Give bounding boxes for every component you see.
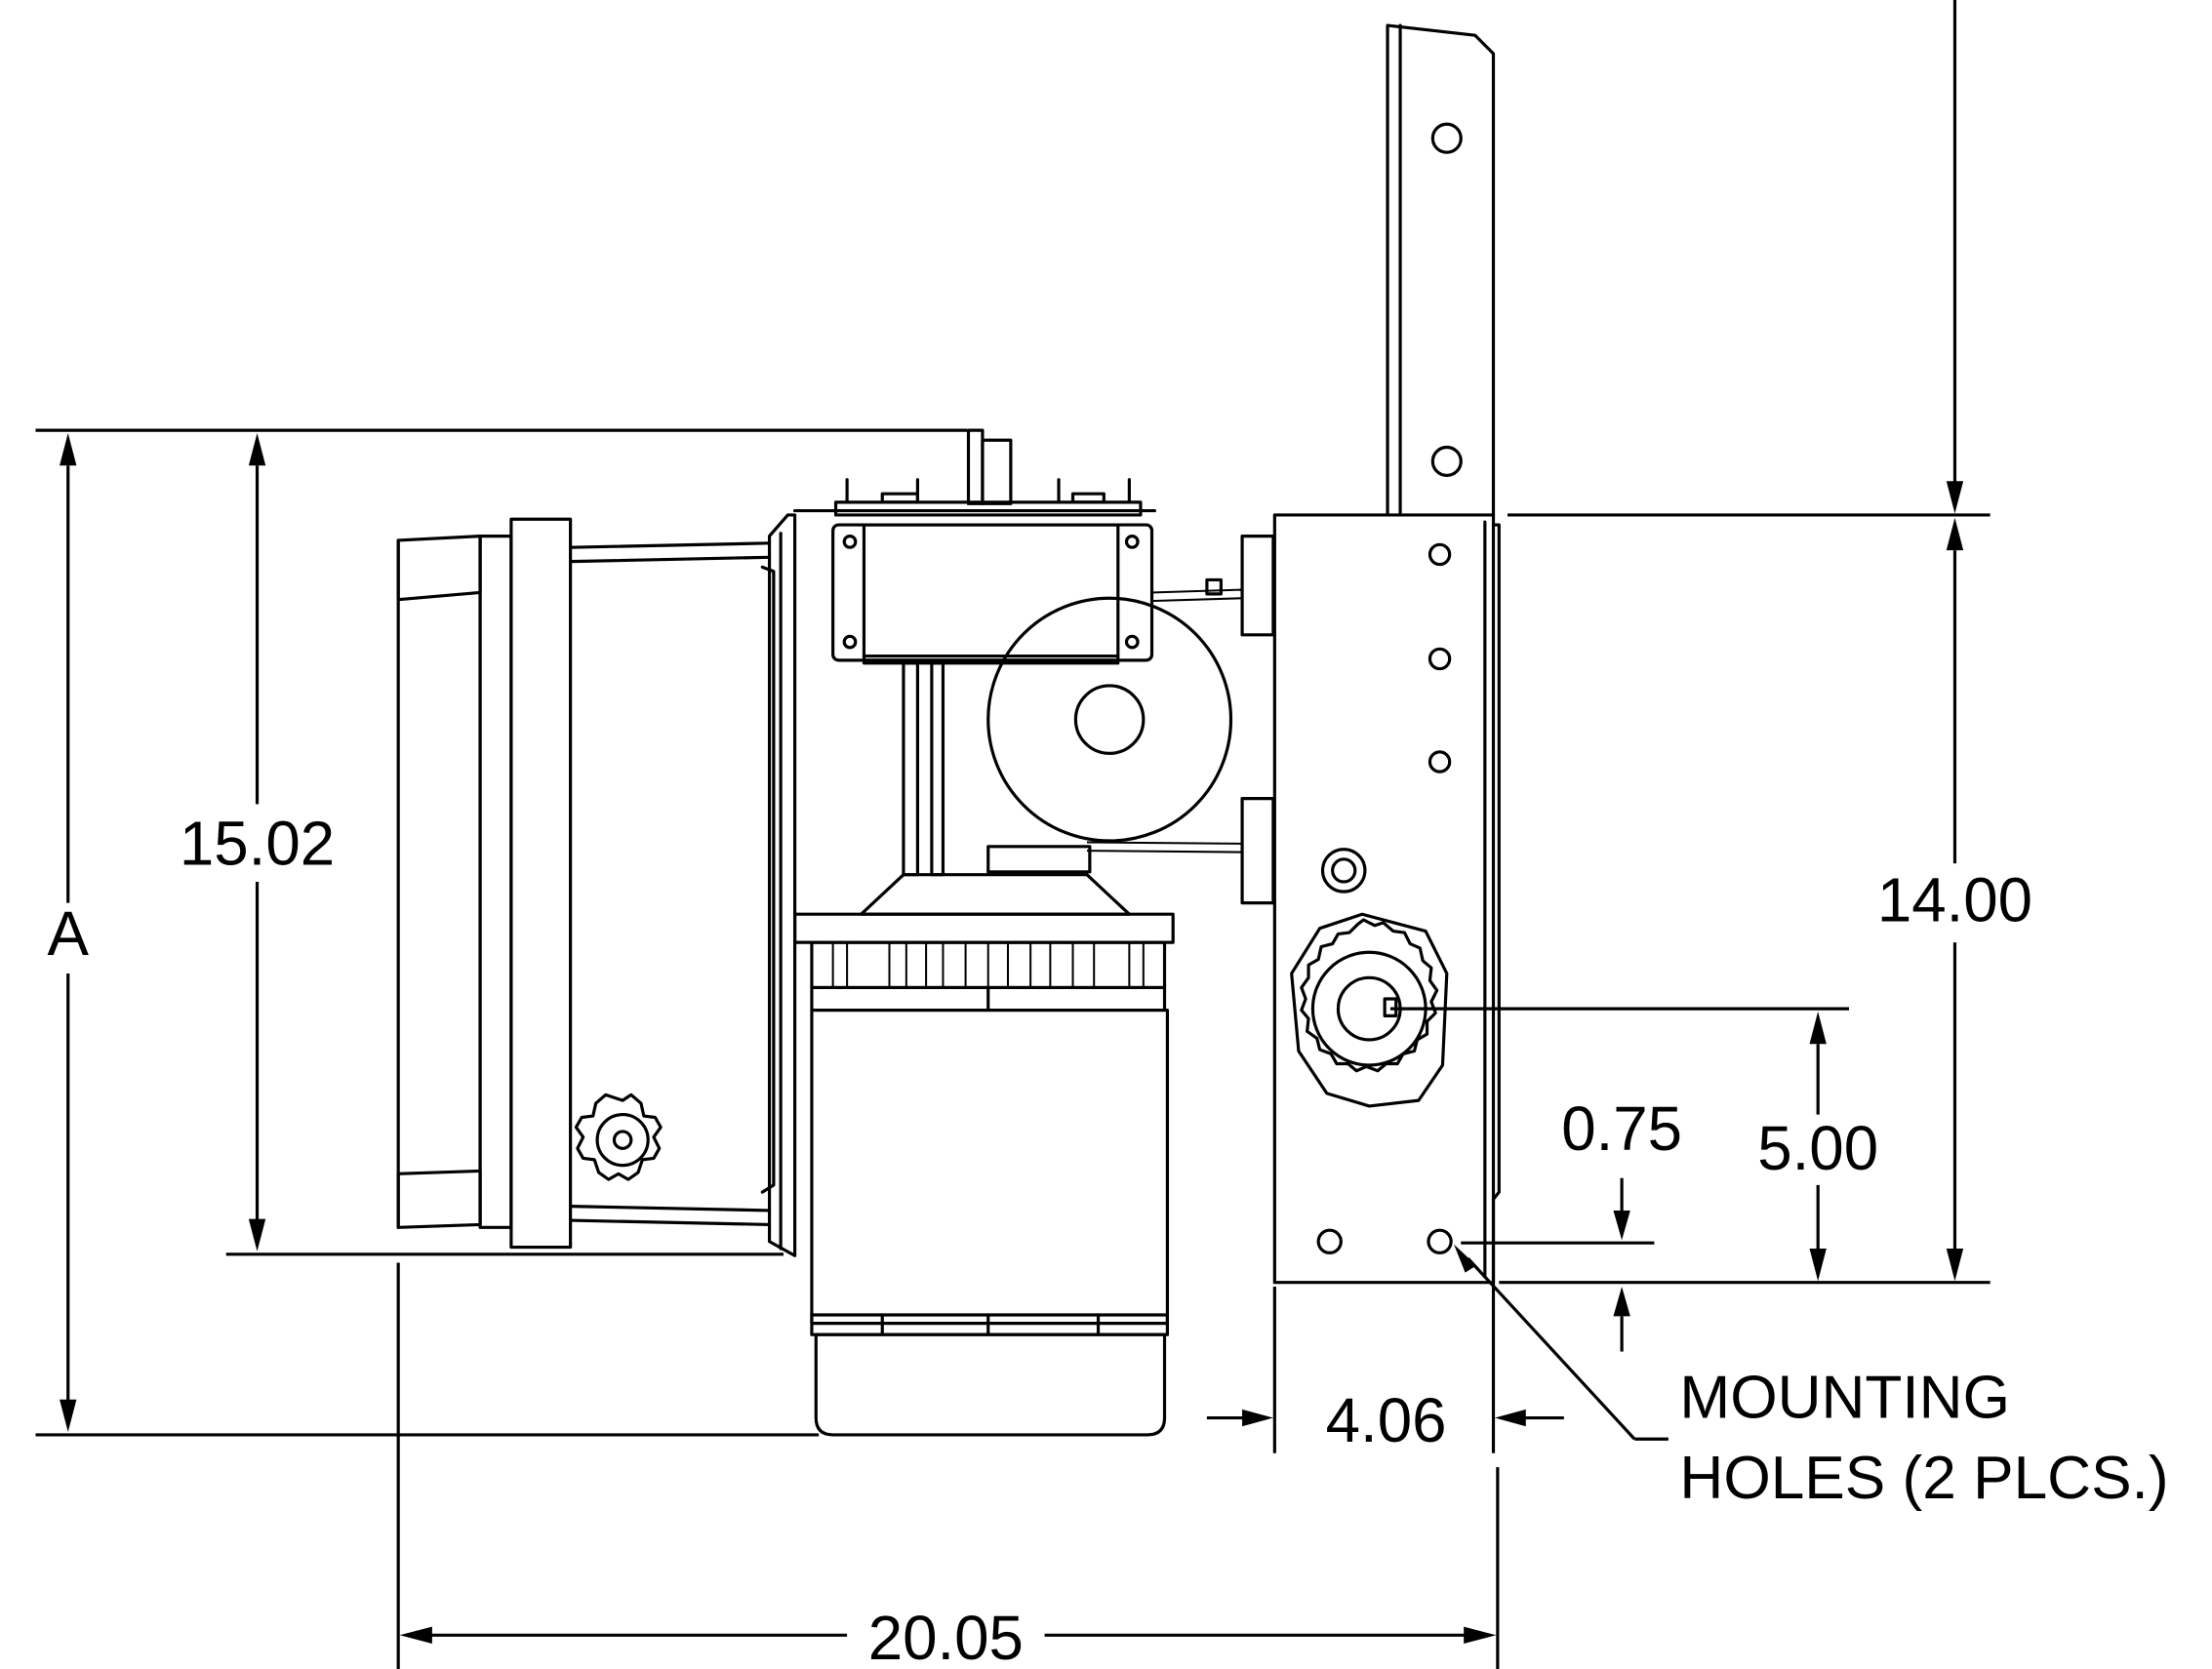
- dimension-20-05-label: 20.05: [868, 1604, 1024, 1669]
- dimension-4-06-label: 4.06: [1326, 1386, 1447, 1455]
- mounting-holes-note-line1: MOUNTING: [1679, 1365, 2010, 1432]
- drive-sprocket-icon: [1290, 912, 1449, 1108]
- dimension-a-label: A: [48, 899, 90, 969]
- mounting-arm: [1386, 23, 1496, 517]
- dimension-15-02-label: 15.02: [180, 810, 335, 879]
- dimension-15-02: 15.02: [180, 433, 784, 1256]
- dimension-20-05: 20.05: [396, 1262, 1500, 1669]
- dimension-14-00-label: 14.00: [1877, 865, 2032, 934]
- dimension-0-75-label: 0.75: [1561, 1094, 1682, 1164]
- mounting-hole-icon: [1316, 1228, 1453, 1254]
- dimension-5-00-label: 5.00: [1757, 1114, 1878, 1183]
- left-housing: [396, 513, 797, 1257]
- dimension-14-00: 14.00: [1499, 0, 2032, 1285]
- dimension-5-00: 5.00: [1389, 1007, 1878, 1282]
- mounting-holes-note-line2: HOLES (2 PLCS.): [1679, 1445, 2168, 1512]
- control-box: [792, 428, 1156, 665]
- dimension-4-06: 4.06: [1206, 1199, 1564, 1455]
- motor: [792, 845, 1175, 1437]
- idler-sprocket-icon: [574, 1093, 663, 1181]
- dimension-a: A: [35, 428, 968, 1437]
- mounting-holes-note: MOUNTING HOLES (2 PLCS.): [1454, 1244, 2169, 1512]
- dimension-0-75: 0.75: [1461, 1094, 1682, 1352]
- side-plate: [1272, 513, 1501, 1285]
